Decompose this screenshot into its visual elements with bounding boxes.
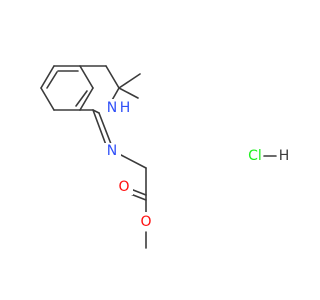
imine-n-label: N: [107, 143, 117, 159]
amine-n-label: N: [107, 100, 117, 116]
aromatic-double-bond: [75, 90, 88, 107]
bond: [105, 65, 120, 89]
bond: [40, 65, 55, 89]
bond: [79, 65, 94, 89]
imine-double-bond: [92, 109, 107, 146]
chloride-label: Cl: [248, 148, 262, 164]
ester-o-label: O: [140, 214, 151, 230]
chemical-structure-diagram: N H N O O Cl H: [40, 65, 289, 249]
amine-h-label: H: [120, 100, 131, 116]
bond: [40, 87, 55, 111]
aromatic-double-bond: [46, 71, 58, 89]
methyl-bond: [118, 87, 139, 99]
carbonyl-o-label: O: [118, 179, 129, 195]
hydrogen-label: H: [279, 148, 290, 164]
side-chain: [92, 109, 147, 249]
bond: [79, 87, 94, 111]
dihydroisoquinoline-ring: [79, 65, 141, 114]
imine-double-bond: [98, 112, 112, 145]
benzene-ring: [40, 65, 94, 111]
bond: [120, 154, 147, 169]
atom-labels: N H N O O Cl H: [103, 99, 289, 230]
methyl-bond: [118, 73, 141, 89]
